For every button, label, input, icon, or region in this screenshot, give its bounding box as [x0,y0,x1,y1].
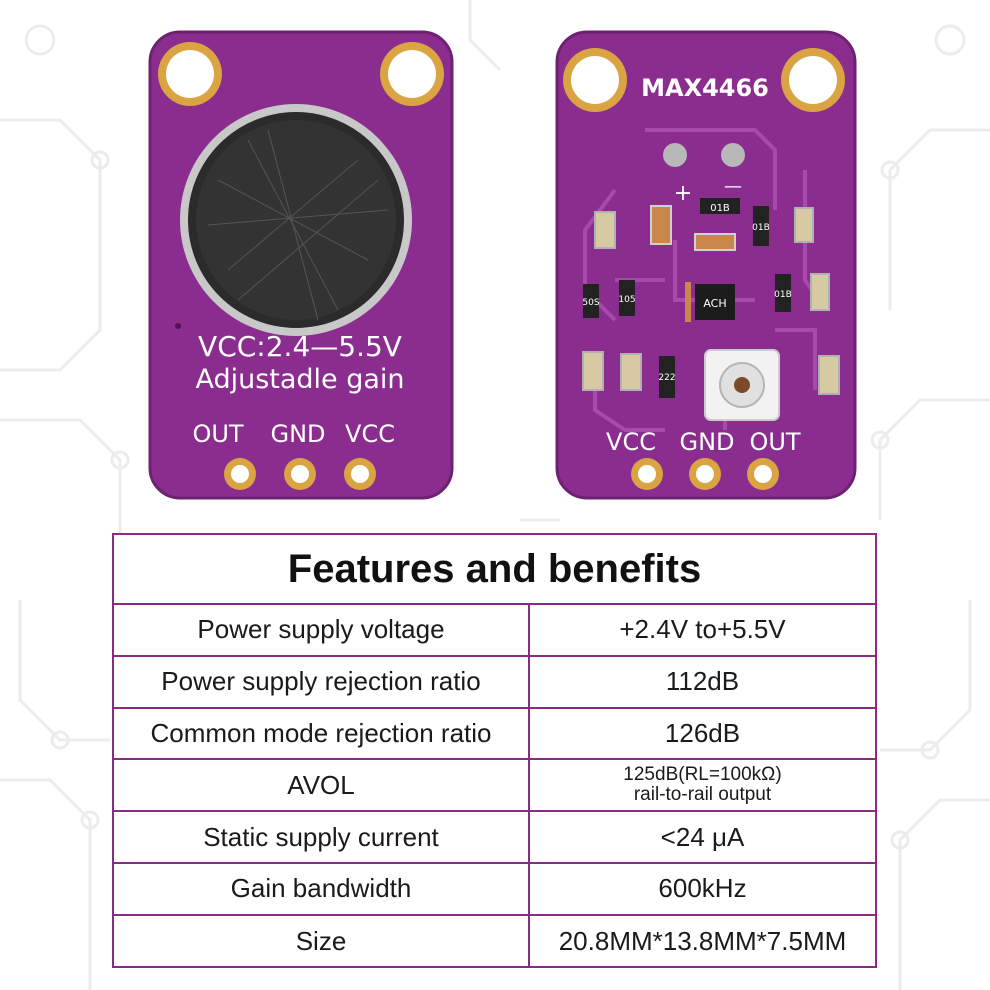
value-cell: 125dB(RL=100kΩ) rail-to-rail output [530,760,875,810]
value-cell: <24 μA [660,821,745,852]
mounting-hole-icon [781,48,845,112]
capacitor-icon [620,353,642,391]
capacitor-icon [810,273,830,311]
value-line: 125dB(RL=100kΩ) [623,764,782,786]
resistor-icon: 105 [618,280,636,316]
table-title: Features and benefits [114,535,875,605]
capacitor-icon [694,233,736,251]
mic-solder-pad-icon [721,143,745,167]
capacitor-icon [594,211,616,249]
mounting-hole-icon [380,42,444,106]
value-cell: 20.8MM*13.8MM*7.5MM [558,926,847,957]
back-pin-label-gnd: GND [679,428,734,456]
front-pin-label-out: OUT [192,420,243,448]
back-board: MAX4466 + — 01B 01B ACH [555,30,857,500]
pin-pad-icon [284,458,316,490]
table-row: Static supply current <24 μA [114,812,875,864]
pin-pad-icon [747,458,779,490]
param-cell: Static supply current [114,812,530,862]
front-silkscreen-voltage: VCC:2.4—5.5V [198,330,402,363]
svg-text:01B: 01B [710,203,730,214]
svg-text:105: 105 [618,295,635,305]
param-cell: Gain bandwidth [114,863,530,914]
ic-chip-icon: ACH [695,284,735,320]
mounting-hole-icon [158,42,222,106]
svg-text:01B: 01B [752,223,770,233]
param-cell: AVOL [114,760,530,811]
front-pin-label-vcc: VCC [345,420,395,448]
table-row: Size 20.8MM*13.8MM*7.5MM [114,915,875,968]
resistor-icon: 01B [774,274,792,312]
param-cell: Power supply rejection ratio [114,656,530,707]
value-cell: +2.4V to+5.5V [619,614,786,645]
pin-pad-icon [689,458,721,490]
resistor-icon: 01B [700,198,740,214]
svg-text:222: 222 [658,373,675,383]
plus-sign: + [674,181,692,206]
capacitor-icon [650,205,672,245]
trim-potentiometer-icon [704,349,780,421]
capacitor-icon [582,351,604,391]
ic-marking: ACH [703,297,726,310]
minus-sign: — [724,176,742,197]
chip-label: MAX4466 [641,74,769,102]
table-row: Power supply voltage +2.4V to+5.5V [114,605,875,657]
pin-pad-icon [224,458,256,490]
table-row: Gain bandwidth 600kHz [114,863,875,916]
mic-solder-pad-icon [663,143,687,167]
svg-text:50S: 50S [582,298,599,308]
param-cell: Power supply voltage [114,605,530,655]
param-cell: Common mode rejection ratio [114,708,530,759]
value-cell: 600kHz [658,873,747,904]
capacitor-icon [794,207,814,243]
value-line: rail-to-rail output [633,784,772,806]
resistor-icon: 222 [658,356,676,398]
front-board: VCC:2.4—5.5V Adjustadle gain OUT GND VCC [148,30,454,500]
param-cell: Size [114,915,530,968]
back-pin-label-out: OUT [749,428,800,456]
features-table: Features and benefits Power supply volta… [112,533,877,968]
resistor-icon: 01B [752,206,770,246]
table-row: Power supply rejection ratio 112dB [114,656,875,709]
front-pin-label-gnd: GND [270,420,325,448]
svg-text:01B: 01B [774,290,792,300]
pin-pad-icon [344,458,376,490]
mounting-hole-icon [563,48,627,112]
table-row: AVOL 125dB(RL=100kΩ) rail-to-rail output [114,760,875,813]
resistor-icon: 50S [582,284,600,318]
value-cell: 126dB [664,717,741,748]
electret-microphone-icon [180,104,412,336]
capacitor-icon [685,282,691,322]
back-pin-label-vcc: VCC [606,428,656,456]
front-silkscreen-gain: Adjustadle gain [195,364,404,395]
table-row: Common mode rejection ratio 126dB [114,708,875,761]
pin-pad-icon [631,458,663,490]
value-cell: 112dB [665,666,740,697]
capacitor-icon [818,355,840,395]
